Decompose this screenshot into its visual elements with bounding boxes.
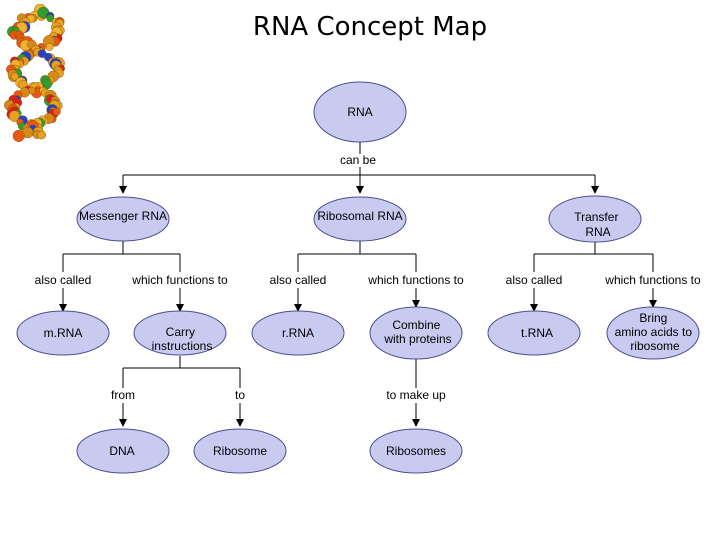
dna-helix-ball [8,110,21,122]
node-ribosomal-rna[interactable]: Ribosomal RNA [313,196,407,242]
node-label-line: Transfer [574,210,618,224]
node-label: DNA [109,444,134,458]
page-title: RNA Concept Map [252,12,488,42]
node-carry-instructions[interactable]: Carry instructions [133,310,227,356]
node-rna[interactable]: RNA [313,81,407,143]
link-functions-ribosomal: which functions to [367,273,464,287]
node-label-line: Carry [166,325,195,339]
dna-helix-ball [12,129,25,142]
node-mrna[interactable]: m.RNA [16,310,110,356]
link-also-called-messenger: also called [35,273,92,287]
link-can-be: can be [340,153,376,167]
link-to-make-up: to make up [386,388,446,402]
node-label: RNA [347,105,372,119]
node-label-line: Bring [639,311,667,325]
dna-helix-ball [10,72,19,81]
link-functions-transfer: which functions to [604,273,701,287]
dna-helix-ball [52,107,61,116]
node-label-line: instructions [152,339,213,353]
node-label: Ribosome [213,444,267,458]
dna-helix-ball [37,130,47,140]
node-messenger-rna[interactable]: Messenger RNA [76,196,170,242]
link-to: to [235,388,245,402]
link-functions-messenger: which functions to [131,273,228,287]
node-label: r.RNA [282,326,314,340]
node-label: Carry instructions [152,325,213,353]
link-from: from [111,388,135,402]
node-dna[interactable]: DNA [76,428,170,474]
node-combine-with-proteins[interactable]: Combine with proteins [369,306,463,360]
node-label: Bring amino acids to ribosome [615,311,696,353]
node-label: t.RNA [521,326,553,340]
node-trna[interactable]: t.RNA [487,310,581,356]
node-ribosome[interactable]: Ribosome [193,428,287,474]
node-bring-amino-acids[interactable]: Bring amino acids to ribosome [606,306,700,360]
link-also-called-transfer: also called [506,273,563,287]
node-label: Ribosomes [386,444,446,458]
node-label-line: amino acids to [615,325,693,339]
connectors [59,142,657,427]
dna-helix-ball [45,43,54,51]
dna-helix-icon [3,4,65,142]
node-label-line: with proteins [383,332,451,346]
node-label-line: ribosome [630,339,680,353]
node-label: Ribosomal RNA [317,209,402,223]
dna-helix-ball [46,14,55,23]
node-label-line: Combine [392,318,440,332]
node-label: Messenger RNA [79,209,167,223]
node-label: Transfer RNA [574,210,622,239]
node-rrna[interactable]: r.RNA [251,310,345,356]
node-label-line: RNA [585,225,610,239]
node-label: Combine with proteins [383,318,451,346]
link-also-called-ribosomal: also called [270,273,327,287]
node-label: m.RNA [44,326,83,340]
node-ribosomes[interactable]: Ribosomes [369,428,463,474]
dna-helix-balls [3,4,65,142]
node-transfer-rna[interactable]: Transfer RNA [548,195,642,243]
